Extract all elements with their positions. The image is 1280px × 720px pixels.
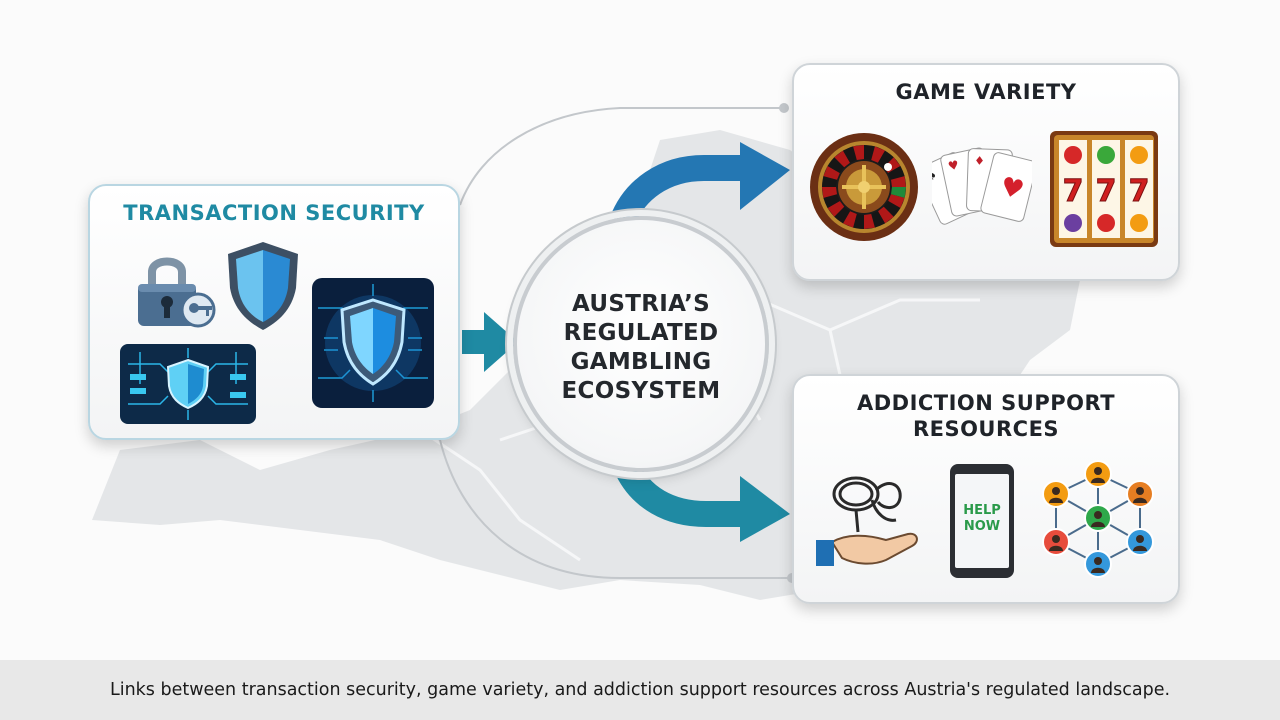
- roulette-slot: [878, 206, 894, 224]
- card-title: GAME VARIETY: [895, 80, 1077, 104]
- slot-seven-symbol: 7: [1096, 174, 1117, 209]
- roulette-slot: [878, 150, 894, 168]
- roulette-slot: [853, 214, 864, 229]
- transaction-security-card: TRANSACTION SECURITY: [88, 184, 460, 440]
- help-text-line1: HELP: [963, 503, 1001, 518]
- playing-cards-icon: ♠ ♥ ♦ ♥: [932, 147, 1032, 225]
- person-node-icon: [1084, 504, 1112, 532]
- roulette-slot: [888, 166, 905, 180]
- person-node-icon: [1042, 480, 1070, 508]
- person-node-icon: [1084, 550, 1112, 578]
- diagram-stage: TRANSACTION SECURITY: [88, 63, 1180, 604]
- fruit-icon: [1064, 214, 1082, 232]
- padlock-icon: [138, 257, 216, 328]
- roulette-slot: [843, 146, 857, 163]
- roulette-slot: [823, 194, 840, 208]
- hub-label: AUSTRIA’S REGULATED GAMBLING ECOSYSTEM: [517, 290, 765, 406]
- central-hub: AUSTRIA’S REGULATED GAMBLING ECOSYSTEM: [513, 216, 769, 472]
- connector-arc-bottom: [439, 439, 790, 579]
- card-title-line: ADDICTION SUPPORT RESOURCES: [856, 391, 1116, 441]
- caption-bar: Links between transaction security, game…: [0, 660, 1280, 720]
- roulette-slot: [891, 187, 906, 198]
- fruit-icon: [1097, 146, 1115, 164]
- person-node-icon: [1042, 528, 1070, 556]
- helping-hand-rope-icon: [816, 476, 918, 566]
- roulette-slot: [864, 145, 875, 160]
- svg-text:♦: ♦: [974, 154, 985, 168]
- arrow-security-to-hub: [462, 312, 518, 372]
- roulette-slot: [827, 157, 845, 173]
- roulette-slot: [864, 214, 875, 229]
- connector-arc-top: [459, 107, 782, 206]
- fruit-icon: [1130, 146, 1148, 164]
- roulette-slot: [822, 176, 837, 187]
- roulette-slot: [853, 145, 864, 160]
- help-phone-icon: HELP NOW: [950, 464, 1014, 578]
- card-title: TRANSACTION SECURITY: [123, 201, 425, 225]
- svg-text:♠: ♠: [932, 167, 939, 184]
- roulette-slot: [834, 150, 850, 168]
- circuit-shield-icon: [312, 278, 434, 408]
- caption-text: Links between transaction security, game…: [109, 680, 1171, 700]
- roulette-slot: [888, 194, 905, 208]
- roulette-slot: [891, 176, 906, 187]
- slot-seven-symbol: 7: [1063, 174, 1084, 209]
- person-node-icon: [1126, 528, 1154, 556]
- roulette-slot: [827, 201, 845, 217]
- fruit-icon: [1064, 146, 1082, 164]
- arrow-hub-to-games: [609, 142, 790, 228]
- people-network-icon: [1042, 460, 1154, 578]
- roulette-slot: [883, 201, 901, 217]
- help-text-line2: NOW: [964, 519, 1000, 534]
- addiction-support-card: ADDICTION SUPPORT RESOURCES HELP NOW: [792, 374, 1180, 604]
- hub-line: AUSTRIA’S: [572, 291, 710, 317]
- shield-icon: [228, 242, 298, 330]
- person-node-icon: [1126, 480, 1154, 508]
- svg-text:♥: ♥: [947, 158, 960, 174]
- hub-line: REGULATED: [563, 320, 719, 346]
- hub-line: GAMBLING: [570, 349, 712, 375]
- roulette-slot: [834, 206, 850, 224]
- person-node-icon: [1084, 460, 1112, 488]
- slot-seven-symbol: 7: [1129, 174, 1150, 209]
- roulette-slot: [871, 211, 885, 228]
- roulette-slot: [843, 211, 857, 228]
- fruit-icon: [1097, 214, 1115, 232]
- roulette-wheel-icon: [810, 133, 918, 241]
- hub-line: ECOSYSTEM: [561, 378, 721, 404]
- arrow-hub-to-support: [614, 460, 790, 542]
- fruit-icon: [1130, 214, 1148, 232]
- roulette-slot: [823, 166, 840, 180]
- roulette-slot: [822, 187, 837, 198]
- card-title: ADDICTION SUPPORT RESOURCES: [794, 390, 1178, 442]
- circuit-board-icon: [120, 344, 256, 424]
- roulette-slot: [871, 146, 885, 163]
